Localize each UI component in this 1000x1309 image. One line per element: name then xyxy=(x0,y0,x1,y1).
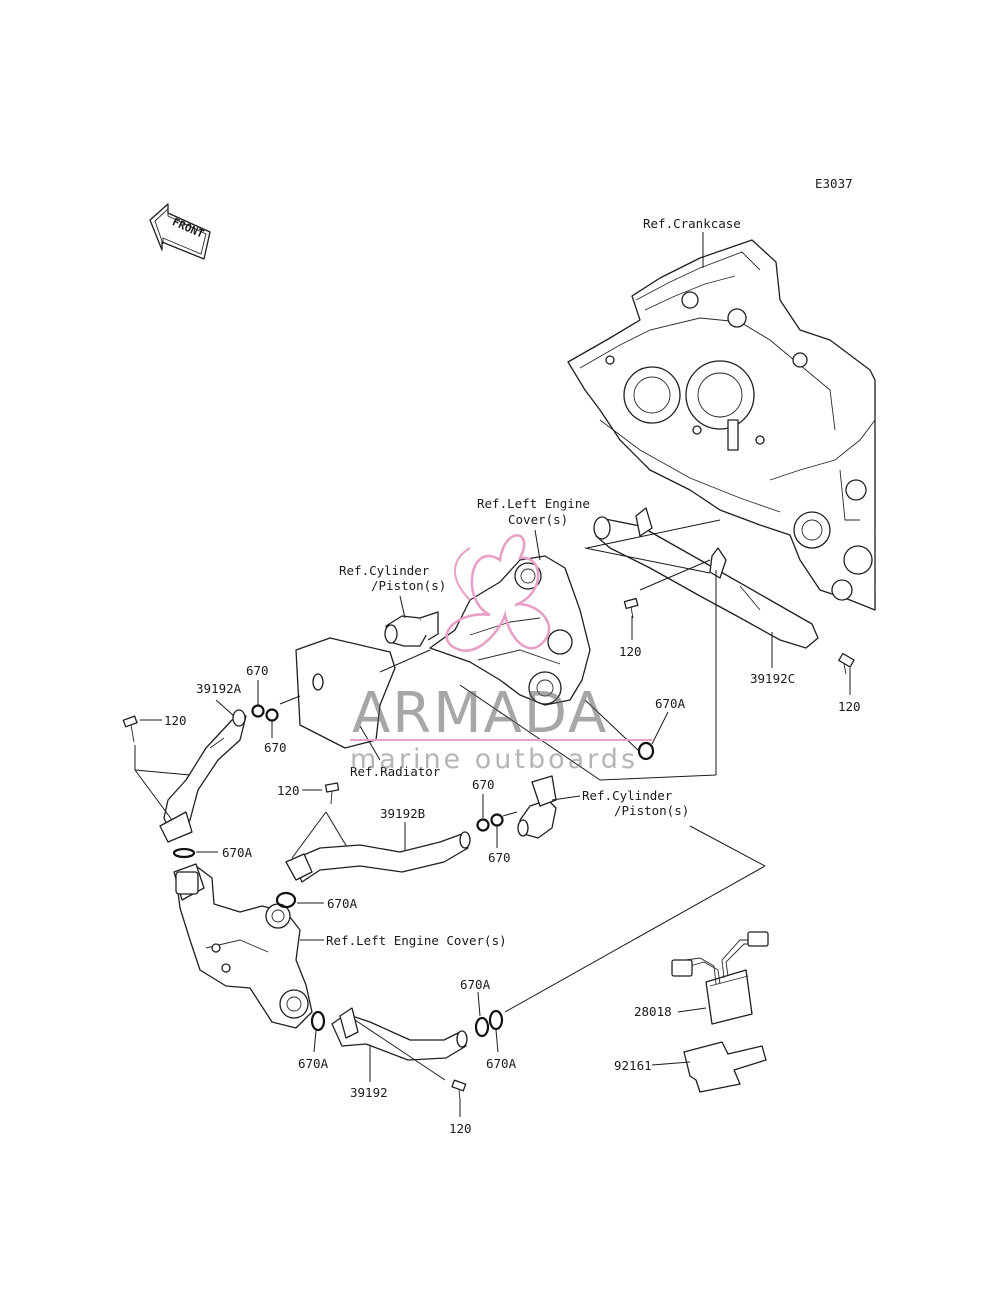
oring-670a-mid xyxy=(275,891,297,909)
crankcase xyxy=(567,239,876,611)
ref-cylinder-piston-mid-1: Ref.Cylinder xyxy=(582,788,673,803)
part-670a-c[interactable]: 670A xyxy=(327,896,358,911)
diagram-code: E3037 xyxy=(815,176,853,191)
part-39192a[interactable]: 39192A xyxy=(196,681,242,696)
part-670-c[interactable]: 670 xyxy=(472,777,495,792)
bolt-120-upper-left xyxy=(623,597,639,619)
pipe-39192a xyxy=(159,709,247,843)
cylinder-fitting-mid xyxy=(517,775,557,839)
oring-670a-left xyxy=(172,847,196,859)
ref-cylinder-piston-top-2: /Piston(s) xyxy=(371,578,446,593)
ref-crankcase: Ref.Crankcase xyxy=(643,216,741,231)
sensor-28018 xyxy=(671,931,769,1025)
oring-670a-bottom-b xyxy=(488,1009,504,1031)
ref-left-engine-cover-top-2: Cover(s) xyxy=(508,512,568,527)
part-39192c[interactable]: 39192C xyxy=(750,671,795,686)
left-engine-cover-lower xyxy=(173,863,313,1029)
part-670a-f[interactable]: 670A xyxy=(486,1056,517,1071)
part-670a-b[interactable]: 670A xyxy=(655,696,686,711)
watermark-tagline: marine outboards xyxy=(350,744,638,775)
ref-left-engine-cover-lower: Ref.Left Engine Cover(s) xyxy=(326,933,507,948)
bolt-120-left-top xyxy=(122,715,138,743)
bolt-120-bottom xyxy=(451,1079,467,1101)
oring-670-mid-a xyxy=(476,818,490,832)
part-39192[interactable]: 39192 xyxy=(350,1085,388,1100)
oring-670a-lower-left xyxy=(310,1010,326,1032)
part-28018[interactable]: 28018 xyxy=(634,1004,672,1019)
pad-92161 xyxy=(683,1041,767,1093)
oring-670-top-b xyxy=(265,708,279,722)
part-670a-d[interactable]: 670A xyxy=(298,1056,329,1071)
ref-cylinder-piston-mid-2: /Piston(s) xyxy=(614,803,689,818)
cylinder-fitting-upper xyxy=(384,611,439,647)
front-arrow-icon: FRONT xyxy=(149,203,211,260)
part-120-a[interactable]: 120 xyxy=(619,644,642,659)
part-120-d[interactable]: 120 xyxy=(277,783,300,798)
part-670a-e[interactable]: 670A xyxy=(460,977,491,992)
part-92161[interactable]: 92161 xyxy=(614,1058,652,1073)
pipe-39192b xyxy=(285,831,471,883)
pipe-39192c xyxy=(593,507,819,649)
part-120-b[interactable]: 120 xyxy=(838,699,861,714)
part-39192b[interactable]: 39192B xyxy=(380,806,425,821)
part-670-a[interactable]: 670 xyxy=(246,663,269,678)
part-670a-a[interactable]: 670A xyxy=(222,845,253,860)
bolt-120-right xyxy=(838,652,855,675)
oring-670a-upper-right xyxy=(637,741,655,761)
oring-670-top-a xyxy=(251,704,265,718)
part-670-b[interactable]: 670 xyxy=(264,740,287,755)
watermark: ARMADA marine outboards xyxy=(350,534,652,775)
part-120-c[interactable]: 120 xyxy=(164,713,187,728)
ref-cylinder-piston-top-1: Ref.Cylinder xyxy=(339,563,430,578)
bolt-120-mid xyxy=(324,782,340,805)
oring-670a-bottom-a xyxy=(474,1016,490,1038)
watermark-logo-icon xyxy=(445,534,551,652)
part-120-e[interactable]: 120 xyxy=(449,1121,472,1136)
oring-670-mid-b xyxy=(490,813,504,827)
pipe-39192 xyxy=(331,1007,468,1061)
ref-radiator: Ref.Radiator xyxy=(350,764,441,779)
ref-left-engine-cover-top-1: Ref.Left Engine xyxy=(477,496,590,511)
radiator-ref-block xyxy=(295,637,396,749)
part-670-d[interactable]: 670 xyxy=(488,850,511,865)
watermark-brand: ARMADA xyxy=(352,681,608,746)
